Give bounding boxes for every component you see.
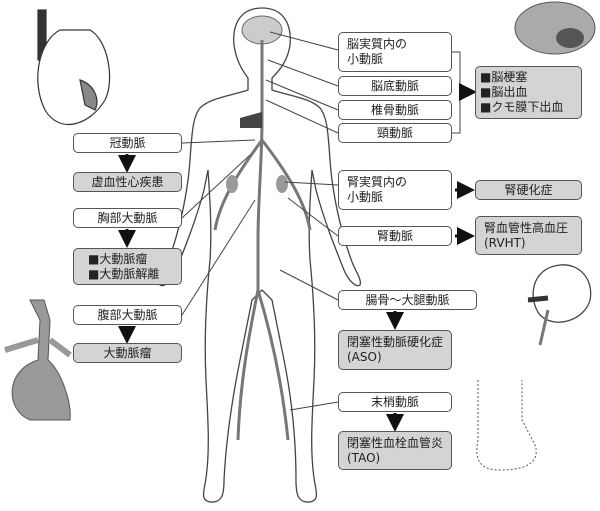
disease-aortic-dissection: 大動脈解離 [88, 267, 173, 282]
label: (RVHT) [484, 235, 526, 250]
foot-illustration [476, 380, 537, 471]
box-cerebral-parenchymal-arterioles: 脳実質内の 小動脈 [338, 32, 452, 72]
box-abdominal-aorta: 腹部大動脈 [73, 305, 182, 325]
label: 腎硬化症 [504, 182, 553, 197]
brain-in-head [241, 15, 283, 45]
box-rvht: 腎血管性高血圧 (RVHT) [475, 216, 582, 255]
arrows [118, 83, 477, 432]
box-nephrosclerosis: 腎硬化症 [475, 180, 582, 200]
box-abdominal-aneurysm: 大動脈瘤 [73, 343, 182, 363]
label: 末梢動脈 [370, 394, 419, 409]
label: 椎骨動脈 [370, 102, 419, 117]
kidney-illustration [527, 264, 592, 346]
label: 大動脈瘤 [103, 345, 152, 360]
label: 冠動脈 [109, 135, 146, 150]
label: 腎実質内の [347, 175, 408, 189]
box-thoracic-diseases: 大動脈瘤 大動脈解離 [73, 248, 182, 285]
box-brain-diseases: 脳梗塞 脳出血 クモ膜下出血 [475, 66, 582, 119]
disease-cerebral-infarction: 脳梗塞 [480, 70, 577, 85]
disease-cerebral-hemorrhage: 脳出血 [480, 85, 577, 100]
disease-aortic-aneurysm: 大動脈瘤 [88, 252, 173, 267]
label: 腎動脈 [376, 228, 413, 243]
heart-in-body [240, 112, 262, 128]
box-renal-artery: 腎動脈 [338, 226, 452, 246]
label: 閉塞性血栓血管炎 [347, 435, 444, 450]
label: (TAO) [347, 450, 381, 465]
box-aso: 閉塞性動脈硬化症 (ASO) [338, 330, 452, 370]
box-renal-parenchymal-arterioles: 腎実質内の 小動脈 [338, 170, 452, 210]
label: 頸動脈 [376, 125, 413, 140]
label: (ASO) [347, 350, 382, 364]
label: 腸骨〜大腿動脈 [365, 292, 450, 307]
box-peripheral-artery: 末梢動脈 [338, 392, 452, 412]
label: 虚血性心疾患 [91, 174, 164, 189]
box-iliac-femoral-artery: 腸骨〜大腿動脈 [338, 290, 477, 310]
label: 小動脈 [347, 190, 384, 204]
box-vertebral-artery: 椎骨動脈 [338, 100, 452, 120]
box-coronary-artery: 冠動脈 [73, 133, 182, 153]
box-ischemic-heart-disease: 虚血性心疾患 [73, 172, 182, 192]
box-thoracic-aorta: 胸部大動脈 [73, 208, 182, 228]
kidney-right-in-body [276, 175, 288, 193]
label: 腹部大動脈 [97, 307, 158, 322]
label: 胸部大動脈 [97, 210, 158, 225]
label: 小動脈 [347, 52, 384, 66]
heart-illustration [37, 9, 111, 126]
box-basilar-artery: 脳底動脈 [338, 76, 452, 96]
disease-subarachnoid-hemorrhage: クモ膜下出血 [480, 100, 577, 115]
label: 脳底動脈 [370, 78, 419, 93]
body-silhouette [158, 7, 362, 503]
label: 腎血管性高血圧 [484, 220, 569, 235]
box-carotid-artery: 頸動脈 [338, 123, 452, 143]
label: 脳実質内の [347, 37, 408, 51]
aorta-vessel [213, 40, 312, 441]
aortic-aneurysm-illustration [4, 299, 72, 421]
brain-illustration [514, 1, 596, 55]
label: 閉塞性動脈硬化症 [347, 335, 444, 349]
box-tao: 閉塞性血栓血管炎 (TAO) [338, 431, 452, 470]
kidney-left-in-body [226, 175, 238, 193]
